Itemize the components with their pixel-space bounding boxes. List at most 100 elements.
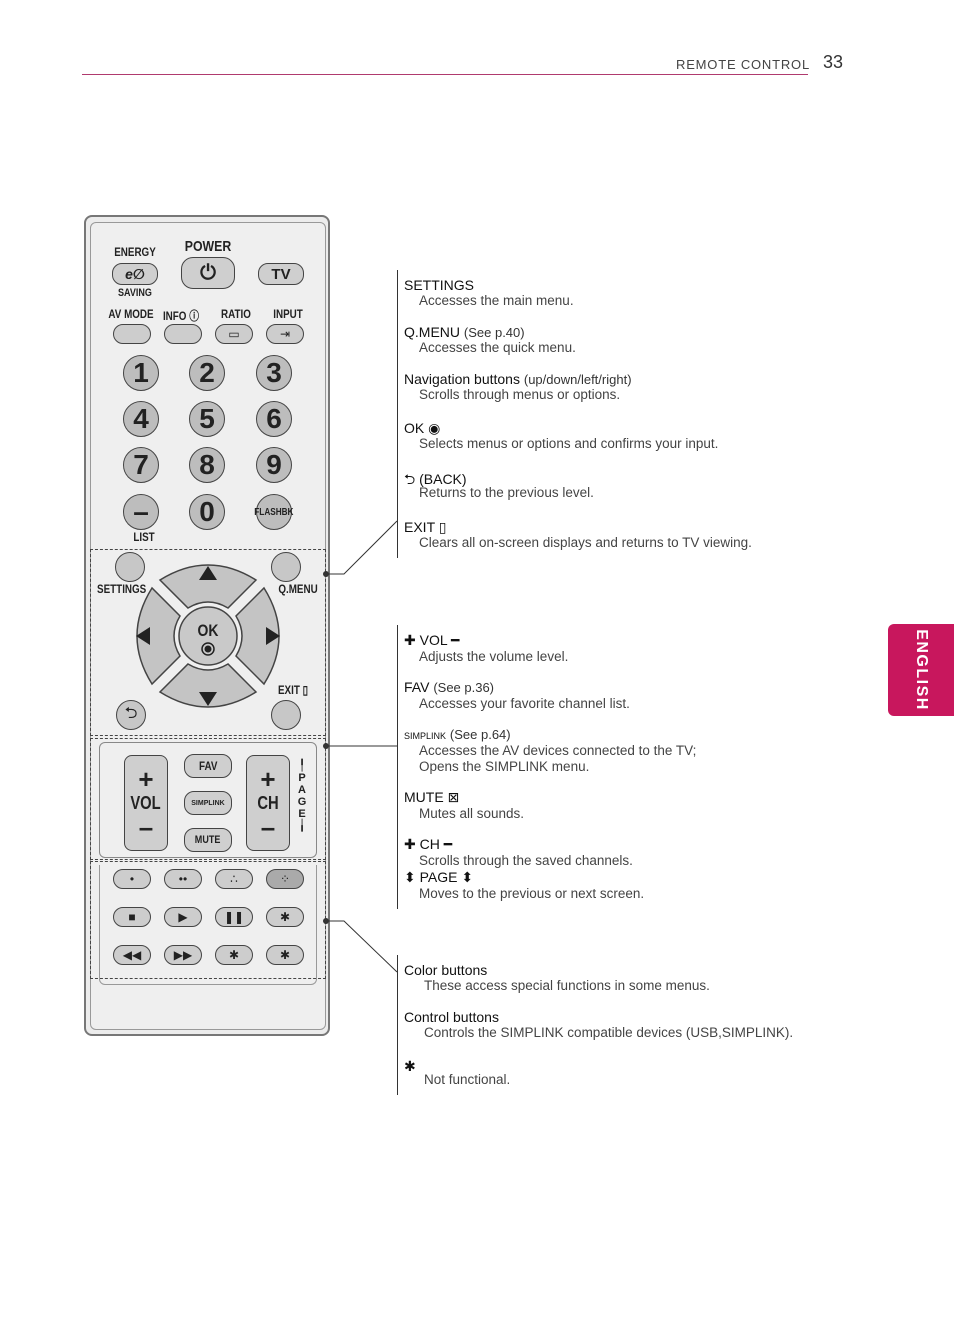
blue-color-button[interactable]: ⁘ bbox=[266, 869, 304, 889]
nav-right-button bbox=[235, 586, 280, 686]
play-button[interactable]: ▶ bbox=[164, 907, 202, 927]
qmenu-title: Q.MENU (See p.40) bbox=[404, 324, 525, 340]
number-button-3[interactable]: 3 bbox=[256, 355, 292, 391]
settings-desc: Accesses the main menu. bbox=[419, 293, 574, 308]
av-mode-button[interactable] bbox=[113, 324, 151, 344]
exit-button[interactable] bbox=[271, 700, 301, 730]
volume-rocker[interactable]: + VOL – bbox=[124, 755, 168, 851]
asterisk-title: ✱ bbox=[404, 1058, 416, 1074]
channel-rocker[interactable]: + CH – bbox=[246, 755, 290, 851]
page-indicator: ╿ P A G E ╽ bbox=[297, 760, 307, 832]
energy-label: ENERGY bbox=[114, 245, 156, 259]
tv-label: TV bbox=[271, 265, 291, 283]
back-button[interactable]: ⮌ bbox=[116, 700, 146, 730]
number-button-1[interactable]: 1 bbox=[123, 355, 159, 391]
asterisk-button-2[interactable]: ✱ bbox=[215, 945, 253, 965]
number-button-8[interactable]: 8 bbox=[189, 447, 225, 483]
mute-title: MUTE ⊠ bbox=[404, 789, 460, 805]
ok-title: OK ◉ bbox=[404, 420, 441, 436]
number-button-7[interactable]: 7 bbox=[123, 447, 159, 483]
yellow-color-button[interactable]: ∴ bbox=[215, 869, 253, 889]
color-buttons-title: Color buttons bbox=[404, 962, 488, 978]
minus-icon: – bbox=[260, 812, 276, 842]
page-title: ⬍ PAGE ⬍ bbox=[404, 869, 474, 885]
red-color-button[interactable]: • bbox=[113, 869, 151, 889]
number-button-9[interactable]: 9 bbox=[256, 447, 292, 483]
settings-button[interactable] bbox=[115, 552, 145, 582]
power-button[interactable]: ⏻ bbox=[181, 257, 235, 289]
power-label: POWER bbox=[184, 238, 232, 255]
nav-up-button bbox=[158, 564, 258, 609]
page-down-arrow-icon: ╽ bbox=[298, 820, 306, 832]
ok-button bbox=[178, 606, 238, 666]
back-desc: Returns to the previous level. bbox=[419, 485, 594, 500]
number-button-5[interactable]: 5 bbox=[189, 401, 225, 437]
list-button[interactable]: – bbox=[123, 494, 159, 530]
ratio-icon: ▭ bbox=[228, 327, 240, 341]
arrow-left-icon bbox=[136, 627, 150, 645]
simplink-title: SIMPLINK (See p.64) bbox=[404, 727, 511, 742]
fast-forward-icon: ▶▶ bbox=[173, 948, 193, 962]
fav-title: FAV (See p.36) bbox=[404, 679, 495, 695]
asterisk-icon: ✱ bbox=[228, 948, 240, 962]
ch-label: CH bbox=[257, 793, 279, 813]
asterisk-button-3[interactable]: ✱ bbox=[266, 945, 304, 965]
mute-button[interactable]: MUTE bbox=[184, 828, 232, 852]
lower-panel bbox=[99, 865, 317, 985]
ratio-button[interactable]: ▭ bbox=[215, 324, 253, 344]
pause-button[interactable]: ❚❚ bbox=[215, 907, 253, 927]
rewind-icon: ◀◀ bbox=[122, 948, 142, 962]
arrow-right-icon bbox=[266, 627, 280, 645]
number-button-4[interactable]: 4 bbox=[123, 401, 159, 437]
number-button-2[interactable]: 2 bbox=[189, 355, 225, 391]
asterisk-button-1[interactable]: ✱ bbox=[266, 907, 304, 927]
energy-saving-button[interactable]: e∅ bbox=[112, 263, 158, 285]
stop-button[interactable]: ■ bbox=[113, 907, 151, 927]
exit-label: EXIT ▯ bbox=[277, 683, 309, 697]
header-rule bbox=[82, 74, 808, 75]
minus-icon: – bbox=[138, 812, 154, 842]
exit-desc: Clears all on-screen displays and return… bbox=[419, 535, 752, 550]
simplink-desc-2: Opens the SIMPLINK menu. bbox=[419, 759, 590, 774]
qmenu-desc: Accesses the quick menu. bbox=[419, 340, 576, 355]
flashbk-label: FLASHBK bbox=[254, 506, 294, 518]
simplink-button[interactable]: SIMPLINK bbox=[184, 791, 232, 815]
qmenu-label: Q.MENU bbox=[278, 582, 318, 596]
tv-button[interactable]: TV bbox=[258, 263, 304, 285]
number-button-0[interactable]: 0 bbox=[189, 494, 225, 530]
arrow-up-icon bbox=[199, 566, 217, 580]
asterisk-desc: Not functional. bbox=[424, 1072, 511, 1087]
pause-icon: ❚❚ bbox=[223, 910, 245, 924]
number-button-6[interactable]: 6 bbox=[256, 401, 292, 437]
navigation-pad[interactable] bbox=[128, 556, 288, 716]
ch-title: ✚ CH ━ bbox=[404, 836, 453, 852]
list-label: LIST bbox=[133, 530, 155, 544]
info-button[interactable] bbox=[164, 324, 202, 344]
page-number: 33 bbox=[823, 52, 844, 72]
flashbk-button[interactable]: FLASHBK bbox=[254, 494, 294, 530]
ok-label: OK bbox=[197, 621, 219, 640]
ch-desc: Scrolls through the saved channels. bbox=[419, 853, 633, 868]
navigation-group-outline bbox=[90, 549, 326, 736]
nav-left-button bbox=[136, 586, 181, 686]
rewind-button[interactable]: ◀◀ bbox=[113, 945, 151, 965]
group3-bracket bbox=[397, 955, 398, 1095]
ratio-label: RATIO bbox=[221, 307, 251, 321]
simplink-desc-1: Accesses the AV devices connected to the… bbox=[419, 743, 697, 758]
mute-label: MUTE bbox=[195, 834, 221, 846]
navigation-desc: Scrolls through menus or options. bbox=[419, 387, 621, 402]
group1-bracket bbox=[397, 270, 398, 558]
settings-label: SETTINGS bbox=[97, 582, 147, 596]
fav-button[interactable]: FAV bbox=[184, 754, 232, 778]
green-color-button[interactable]: •• bbox=[164, 869, 202, 889]
vol-desc: Adjusts the volume level. bbox=[419, 649, 569, 664]
page-up-arrow-icon: ╿ bbox=[298, 760, 306, 772]
exit-title: EXIT ▯ bbox=[404, 519, 447, 535]
vol-label: VOL bbox=[130, 793, 162, 813]
input-button[interactable]: ⇥ bbox=[266, 324, 304, 344]
settings-title: SETTINGS bbox=[404, 277, 475, 293]
qmenu-button[interactable] bbox=[271, 552, 301, 582]
fast-forward-button[interactable]: ▶▶ bbox=[164, 945, 202, 965]
page-desc: Moves to the previous or next screen. bbox=[419, 886, 645, 901]
volume-group-outline bbox=[90, 738, 326, 860]
